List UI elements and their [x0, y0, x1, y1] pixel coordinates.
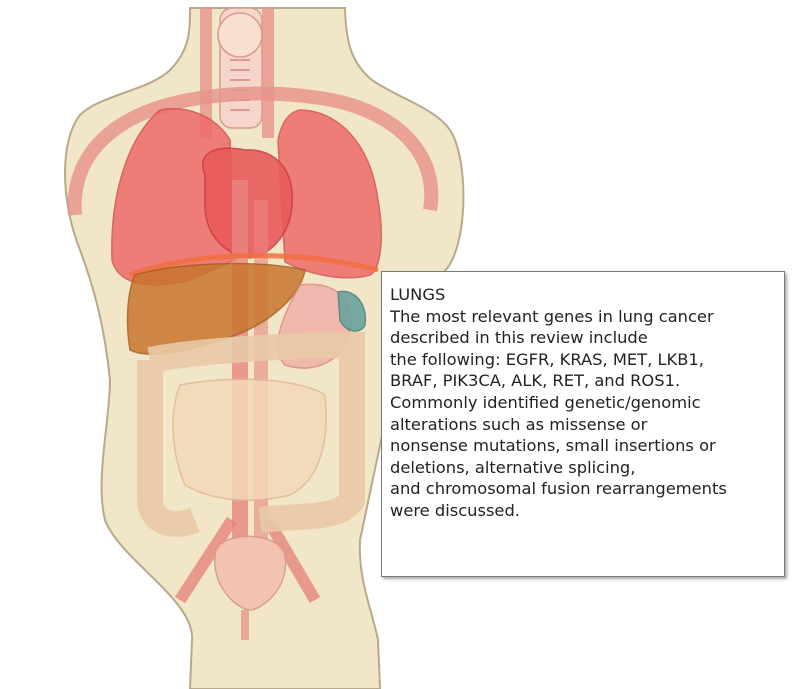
- tooltip-line: alterations such as missense or: [390, 414, 648, 434]
- liver[interactable]: [126, 262, 306, 355]
- lungs-info-tooltip: LUNGS The most relevant genes in lung ca…: [381, 271, 785, 577]
- tooltip-line: described in this review include: [390, 328, 648, 348]
- tooltip-line: The most relevant genes in lung cancer: [390, 306, 714, 326]
- subclavian-arteries: [67, 86, 439, 216]
- large-intestine[interactable]: [137, 331, 365, 537]
- tooltip-title: LUNGS: [390, 285, 446, 304]
- diaphragm: [129, 253, 379, 278]
- spleen[interactable]: [337, 290, 367, 332]
- tooltip-line: BRAF, PIK3CA, ALK, RET, and ROS1.: [390, 371, 681, 391]
- tooltip-line: and chromosomal fusion rearrangements: [390, 479, 727, 499]
- tooltip-line: were discussed.: [390, 500, 520, 520]
- tooltip-line: nonsense mutations, small insertions or: [390, 436, 716, 456]
- tooltip-line: Commonly identified genetic/genomic: [390, 392, 701, 412]
- bladder[interactable]: [214, 535, 287, 611]
- tooltip-line: the following: EGFR, KRAS, MET, LKB1,: [390, 349, 704, 369]
- neck-structures: [200, 7, 274, 138]
- small-intestine[interactable]: [172, 378, 327, 501]
- right-lung[interactable]: [277, 109, 382, 279]
- tooltip-line: deletions, alternative splicing,: [390, 457, 636, 477]
